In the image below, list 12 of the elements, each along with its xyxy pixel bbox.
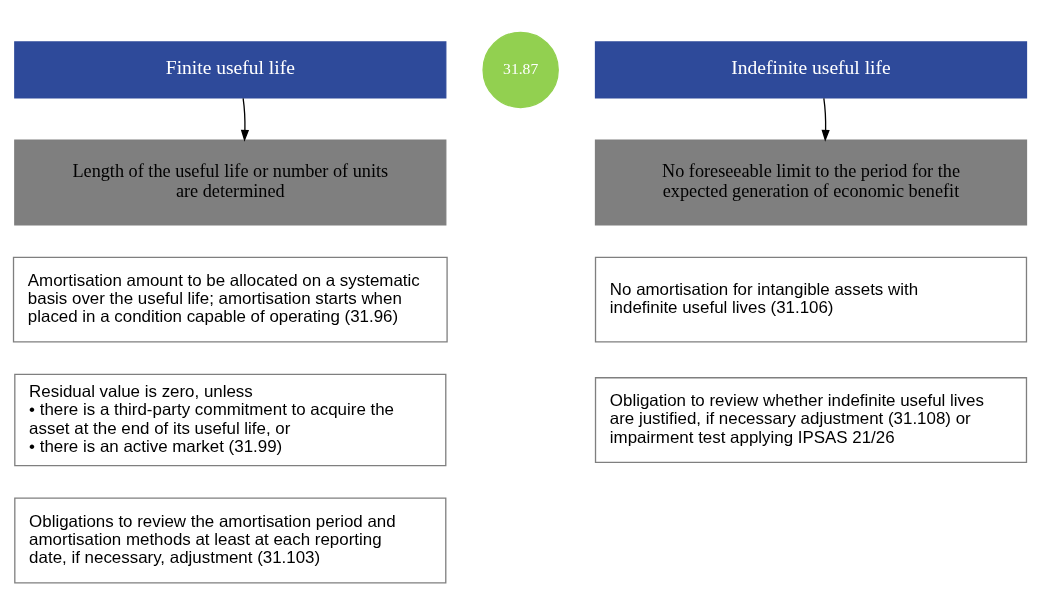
node-box: No foreseeable limit to the period for the expected generation of economic benefit <box>594 138 1028 225</box>
node-box: Indefinite useful life <box>594 40 1028 99</box>
node-box: Obligation to review whether indefinite useful lives are justified, if necessary adjustment (31.108) or impairment test applying IPSAS 21/26 <box>594 376 1028 463</box>
arrow <box>821 97 830 142</box>
node-box: Amortisation amount to be allocated on a systematic basis over the useful life; amortisation starts when placed in a condition capable of operating (31.96) <box>12 256 448 343</box>
node-box: Residual value is zero, unless • there is a third-party commitment to acquire the asset at the end of its useful life, or • there is an active market (31.99) <box>14 373 447 466</box>
node-box: Length of the useful life or number of units are determined <box>14 138 447 225</box>
node-box: Obligations to review the amortisation period and amortisation methods at least at each reporting date, if necessary, adjustment (31.103) <box>14 497 447 583</box>
node-box: Finite useful life <box>14 40 447 99</box>
node-box: No amortisation for intangible assets with indefinite useful lives (31.106) <box>594 256 1028 343</box>
node-circle: 31.87 <box>482 31 559 108</box>
arrow <box>240 97 250 142</box>
